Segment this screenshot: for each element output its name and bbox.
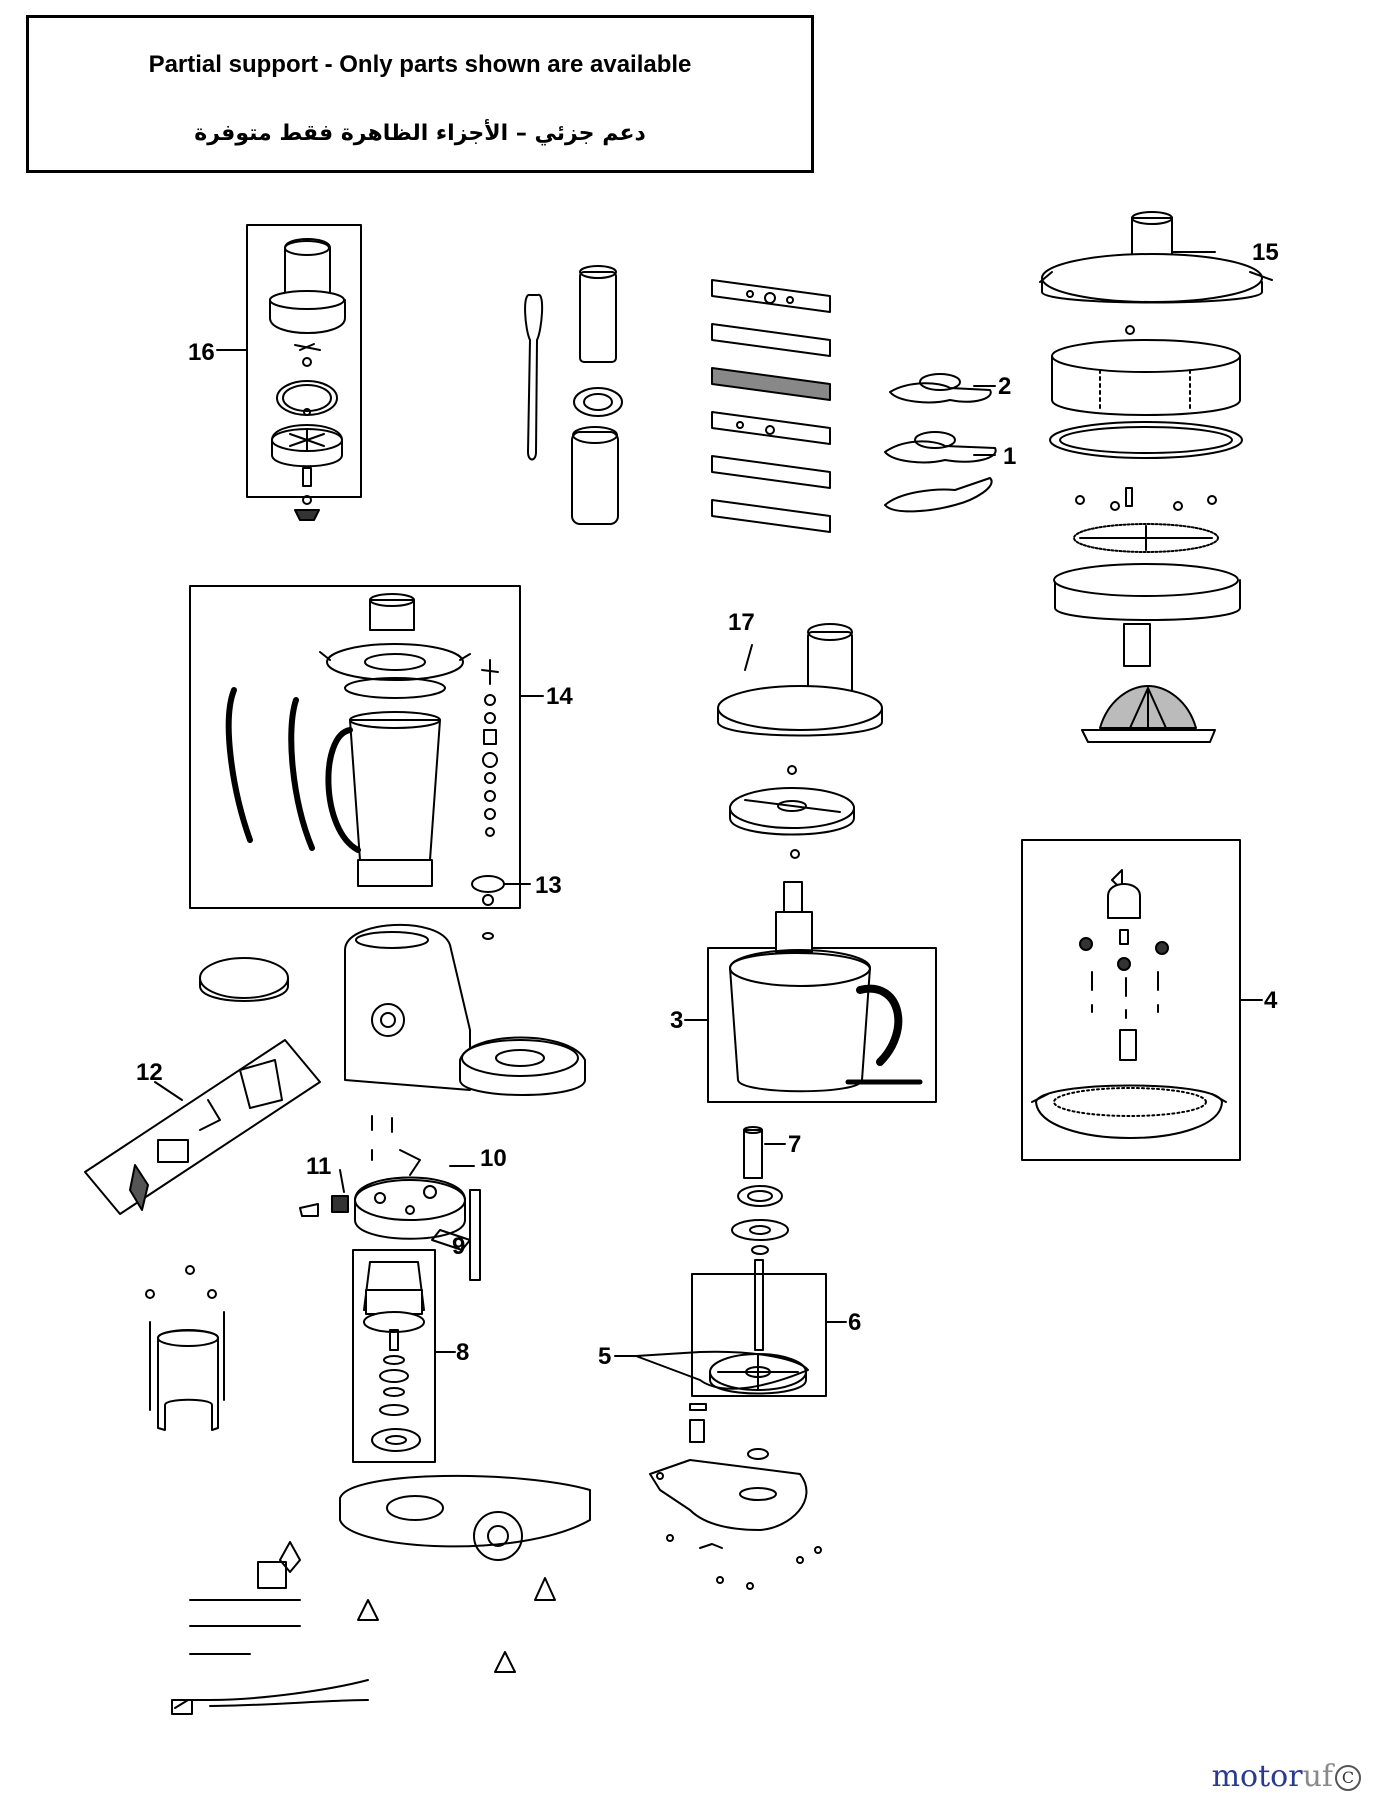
callout-4: 4 — [1264, 987, 1278, 1014]
group-box-8 — [352, 1249, 436, 1463]
blender-coupling — [471, 875, 505, 940]
citrus-cone — [1081, 685, 1216, 743]
group-box-14 — [189, 585, 521, 909]
motor-unit — [363, 1261, 425, 1452]
callout-15: 15 — [1252, 239, 1279, 266]
juicer-filter-ring — [1049, 325, 1243, 667]
base-housing — [171, 1474, 591, 1715]
drive-pulley — [709, 1259, 807, 1395]
juicer-assembly — [1031, 869, 1227, 1139]
callout-14: 14 — [546, 683, 573, 710]
blender-jug — [225, 593, 499, 887]
callout-11: 11 — [306, 1153, 331, 1180]
processor-disc — [729, 765, 855, 859]
lower-gear-plate — [649, 1403, 822, 1590]
callout-3: 3 — [670, 1007, 683, 1034]
grinder-attachment — [269, 238, 346, 521]
drive-bearing-set — [731, 1185, 789, 1255]
kneading-tool — [884, 477, 993, 513]
processor-lid-17 — [717, 623, 883, 737]
copyright-mark-icon: C — [1335, 1765, 1361, 1791]
callout-2: 2 — [998, 373, 1011, 400]
callout-7: 7 — [788, 1131, 801, 1158]
slicing-blades-stack — [711, 279, 831, 533]
group-box-3 — [707, 947, 937, 1103]
switch-pcb-assembly — [84, 1039, 321, 1215]
availability-notice: Partial support - Only parts shown are a… — [26, 15, 814, 173]
knife-blade-1 — [884, 431, 997, 464]
logo-text-primary: motor — [1211, 1759, 1303, 1794]
group-box-6 — [691, 1273, 827, 1397]
upper-chassis-plate — [354, 1115, 481, 1281]
callout-8: 8 — [456, 1339, 469, 1366]
motor-support-frame — [145, 1265, 225, 1431]
juicer-lid — [1039, 211, 1273, 304]
processor-bowl — [729, 881, 923, 1093]
notice-english: Partial support - Only parts shown are a… — [148, 51, 692, 78]
drive-shaft-7 — [743, 1126, 763, 1179]
callout-1: 1 — [1003, 443, 1016, 470]
callout-6: 6 — [848, 1309, 861, 1336]
callout-9: 9 — [452, 1233, 465, 1260]
logo-text-secondary: uf — [1302, 1759, 1333, 1794]
callout-10: 10 — [480, 1145, 507, 1172]
callout-5: 5 — [598, 1343, 611, 1370]
callout-13: 13 — [535, 872, 562, 899]
callout-17: 17 — [728, 609, 755, 636]
spatula-and-pushers — [524, 265, 623, 525]
motor-housing — [199, 923, 586, 1096]
callout-16: 16 — [188, 339, 215, 366]
drive-belt-5 — [635, 1350, 809, 1390]
knife-blade-2 — [889, 373, 992, 404]
callout-12: 12 — [136, 1059, 163, 1086]
notice-arabic: دعم جزئي – الأجزاء الظاهرة فقط متوفرة — [194, 121, 646, 146]
switch-cap-11 — [299, 1195, 349, 1217]
